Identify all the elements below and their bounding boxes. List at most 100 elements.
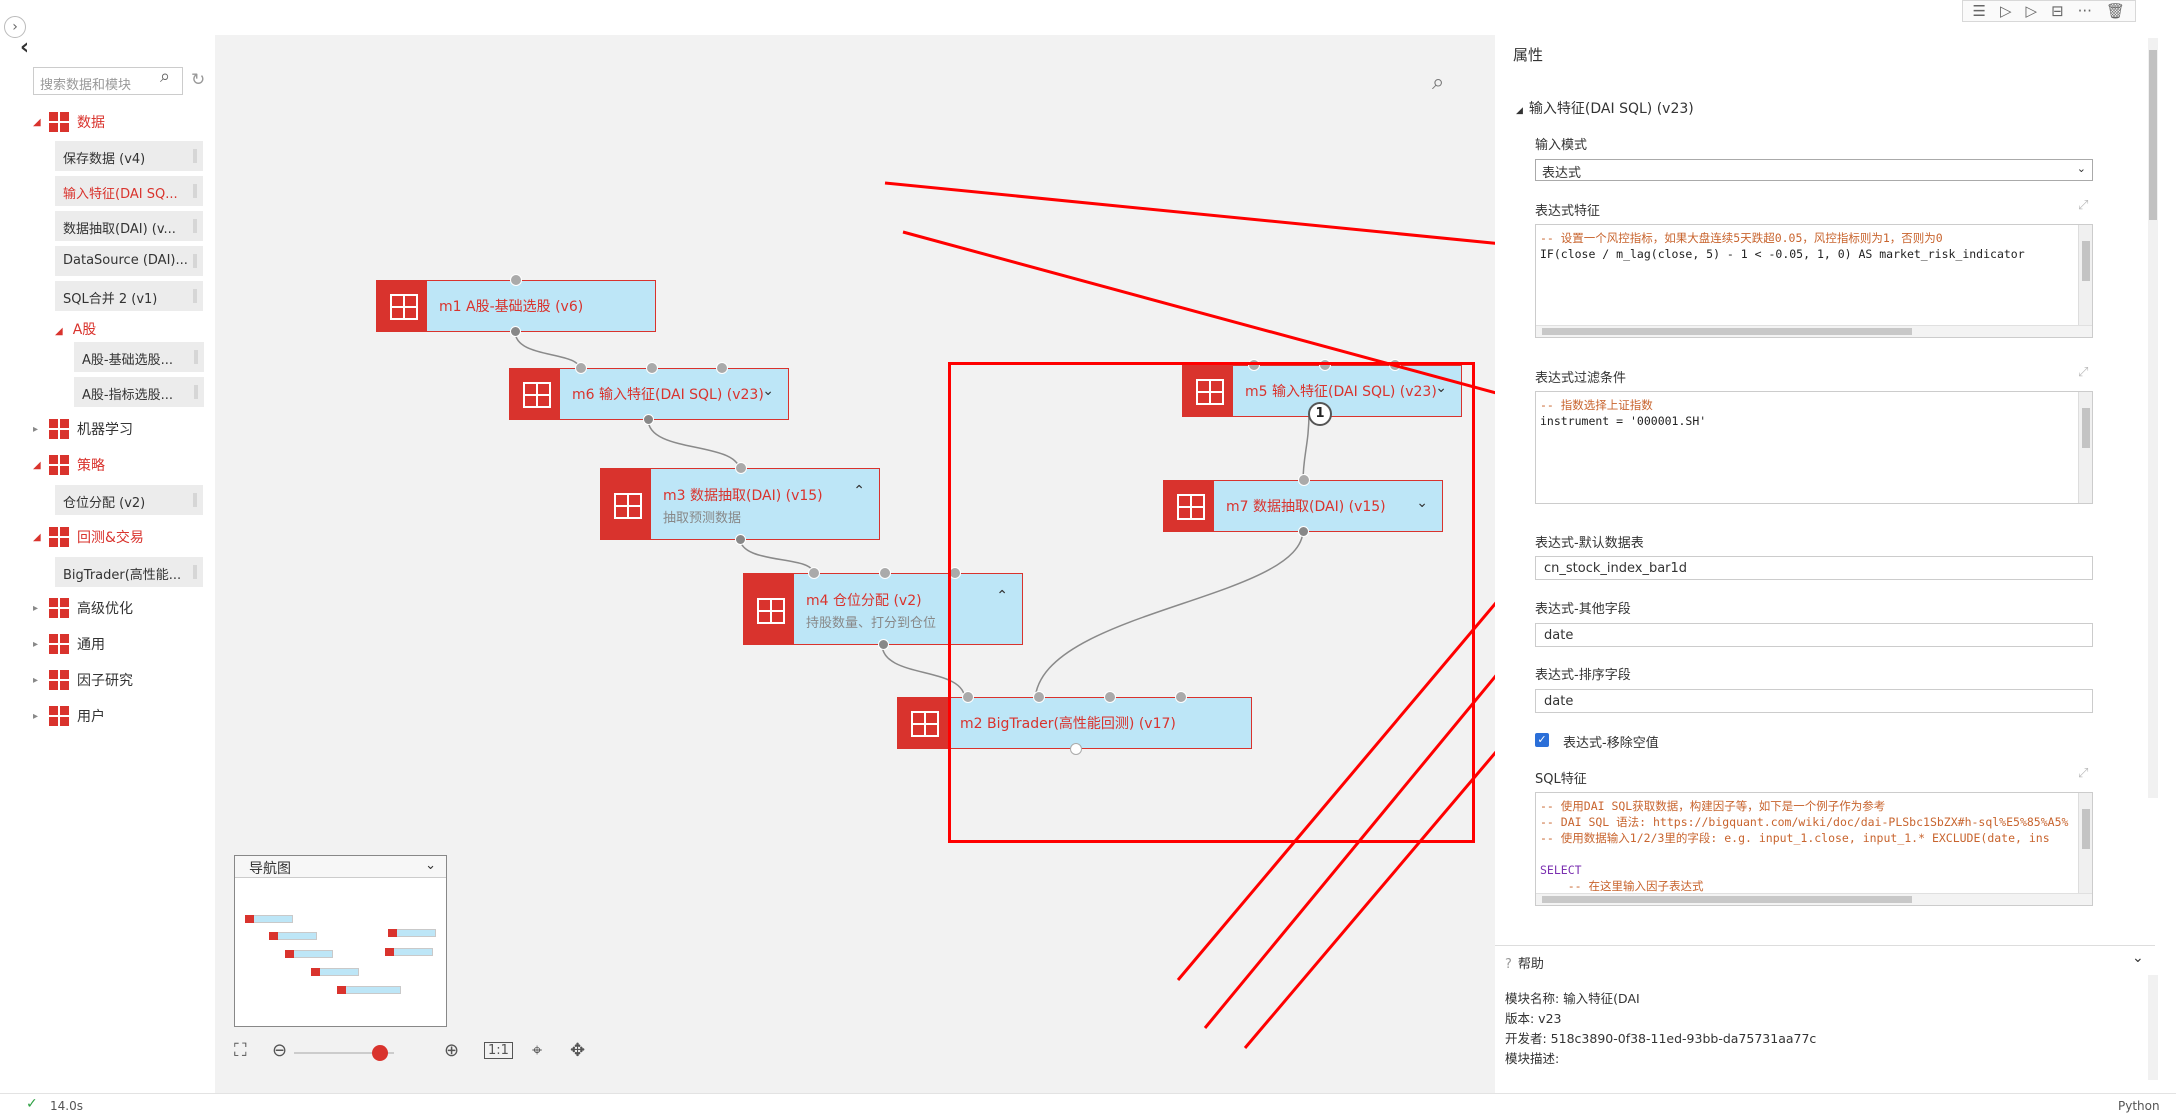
output-port[interactable]: [643, 414, 654, 425]
zoom-slider[interactable]: [294, 1052, 394, 1054]
node-m6[interactable]: m6 输入特征(DAI SQL) (v23) ⌄: [509, 362, 789, 425]
category-backtest-trading[interactable]: ◢ 回测&交易: [33, 524, 144, 550]
sidebar-item-datasource[interactable]: DataSource (DAI)...: [55, 246, 203, 276]
input-port[interactable]: [879, 567, 891, 579]
remove-null-checkbox[interactable]: ✓: [1535, 733, 1549, 747]
input-port[interactable]: [808, 567, 820, 579]
chevron-up-icon[interactable]: ⌃: [853, 483, 865, 499]
sort-field-input[interactable]: date: [1535, 689, 2093, 713]
split-icon[interactable]: ⊟: [2051, 2, 2064, 20]
help-scrollbar[interactable]: [2148, 975, 2158, 1080]
output-port[interactable]: [878, 639, 889, 650]
move-icon[interactable]: ✥: [570, 1040, 586, 1061]
sidebar-item-save-data[interactable]: 保存数据 (v4): [55, 141, 203, 171]
help-header[interactable]: ?帮助: [1505, 953, 1544, 972]
chevron-down-icon[interactable]: ⌄: [762, 383, 774, 399]
search-icon[interactable]: ⌕: [160, 66, 171, 87]
expand-editor-icon[interactable]: ⤢: [2078, 766, 2089, 781]
chevron-down-icon[interactable]: ⌄: [425, 858, 436, 873]
sidebar-item-bigtrader[interactable]: BigTrader(高性能...: [55, 557, 203, 587]
sidebar-item-position-alloc[interactable]: 仓位分配 (v2): [55, 485, 203, 515]
chevron-down-icon[interactable]: ⌄: [2132, 950, 2144, 966]
sql-feature-editor[interactable]: -- 使用DAI SQL获取数据，构建因子等，如下是一个例子作为参考-- DAI…: [1535, 792, 2093, 906]
default-table-input[interactable]: cn_stock_index_bar1d: [1535, 556, 2093, 580]
zoom-out-icon[interactable]: ⊖: [272, 1040, 288, 1061]
subcategory-a-share[interactable]: ◢A股: [55, 319, 96, 339]
run-icon[interactable]: ▷: [1999, 2, 2012, 20]
list-icon[interactable]: ☰: [1972, 2, 1986, 20]
input-port[interactable]: [1298, 474, 1310, 486]
output-port[interactable]: [735, 534, 746, 545]
drag-handle[interactable]: [193, 149, 197, 163]
output-port[interactable]: [1298, 526, 1309, 537]
actual-size-button[interactable]: 1:1: [484, 1042, 513, 1059]
input-port[interactable]: [510, 274, 522, 286]
input-port[interactable]: [575, 362, 587, 374]
drag-handle[interactable]: [193, 493, 197, 507]
expand-panel-icon[interactable]: ›: [4, 16, 26, 38]
vertical-scrollbar[interactable]: [2078, 225, 2092, 337]
input-port[interactable]: [646, 362, 658, 374]
node-m2[interactable]: m2 BigTrader(高性能回测) (v17): [897, 691, 1252, 755]
node-m7[interactable]: m7 数据抽取(DAI) (v15) ⌄: [1163, 474, 1443, 537]
chevron-down-icon[interactable]: ⌄: [1416, 495, 1428, 511]
drag-handle[interactable]: [193, 219, 197, 233]
category-data[interactable]: ◢ 数据: [33, 109, 105, 135]
category-user[interactable]: ▸ 用户: [33, 703, 105, 729]
node-m1[interactable]: m1 A股-基础选股 (v6): [376, 274, 656, 337]
drag-handle[interactable]: [193, 184, 197, 198]
node-m3[interactable]: m3 数据抽取(DAI) (v15) 抽取预测数据 ⌃: [600, 462, 880, 545]
expand-editor-icon[interactable]: ⤢: [2078, 198, 2089, 213]
drag-handle[interactable]: [193, 565, 197, 579]
input-port[interactable]: [1033, 691, 1045, 703]
sidebar-item-a-basic-pick[interactable]: A股-基础选股...: [74, 342, 204, 372]
center-icon[interactable]: ⌖: [532, 1040, 543, 1061]
sidebar-item-input-feature[interactable]: 输入特征(DAI SQ...: [55, 176, 203, 206]
sidebar-item-data-extract[interactable]: 数据抽取(DAI) (v...: [55, 211, 203, 241]
drag-handle[interactable]: [194, 385, 198, 399]
sidebar-item-a-indicator-pick[interactable]: A股-指标选股...: [74, 377, 204, 407]
horizontal-scrollbar[interactable]: [1536, 893, 2092, 905]
input-mode-select[interactable]: 表达式⌄: [1535, 159, 2093, 181]
zoom-in-icon[interactable]: ⊕: [444, 1040, 460, 1061]
help-version: 版本: v23: [1505, 1011, 1562, 1026]
refresh-icon[interactable]: ↻: [191, 70, 206, 90]
category-advanced-optimization[interactable]: ▸ 高级优化: [33, 595, 133, 621]
properties-section-header[interactable]: ◢输入特征(DAI SQL) (v23): [1516, 98, 1694, 118]
properties-scrollbar[interactable]: [2148, 38, 2158, 798]
expand-editor-icon[interactable]: ⤢: [2078, 365, 2089, 380]
drag-handle[interactable]: [193, 254, 197, 268]
category-strategy[interactable]: ◢ 策略: [33, 452, 105, 478]
input-port[interactable]: [716, 362, 728, 374]
delete-icon[interactable]: 🗑: [2105, 2, 2125, 20]
input-port[interactable]: [962, 691, 974, 703]
collapse-sidebar-icon[interactable]: ‹: [20, 35, 30, 60]
more-icon[interactable]: ···: [2077, 2, 2092, 20]
input-port[interactable]: [1175, 691, 1187, 703]
drag-handle[interactable]: [193, 289, 197, 303]
category-machine-learning[interactable]: ▸ 机器学习: [33, 416, 133, 442]
drag-handle[interactable]: [194, 350, 198, 364]
input-port[interactable]: [1104, 691, 1116, 703]
module-search-input[interactable]: 搜索数据和模块: [33, 67, 183, 95]
input-port[interactable]: [735, 462, 747, 474]
other-fields-input[interactable]: date: [1535, 623, 2093, 647]
sidebar-item-sql-merge[interactable]: SQL合并 2 (v1): [55, 281, 203, 311]
category-general[interactable]: ▸ 通用: [33, 631, 105, 657]
vertical-scrollbar[interactable]: [2078, 793, 2092, 905]
search-icon[interactable]: ⌕: [1432, 70, 1445, 95]
horizontal-scrollbar[interactable]: [1536, 325, 2092, 337]
node-m4[interactable]: m4 仓位分配 (v2) 持股数量、打分到仓位 ⌃: [743, 567, 1023, 650]
chevron-up-icon[interactable]: ⌃: [996, 588, 1008, 604]
navigator-panel[interactable]: 导航图 ⌄: [234, 855, 447, 1027]
chevron-down-icon[interactable]: ⌄: [1435, 380, 1447, 396]
output-port[interactable]: [1070, 743, 1082, 755]
vertical-scrollbar[interactable]: [2078, 392, 2092, 503]
category-factor-research[interactable]: ▸ 因子研究: [33, 667, 133, 693]
run-from-icon[interactable]: ▷: [2025, 2, 2038, 20]
output-port[interactable]: [510, 326, 521, 337]
zoom-slider-knob[interactable]: [372, 1045, 388, 1061]
fit-screen-icon[interactable]: ⛶: [234, 1040, 247, 1061]
